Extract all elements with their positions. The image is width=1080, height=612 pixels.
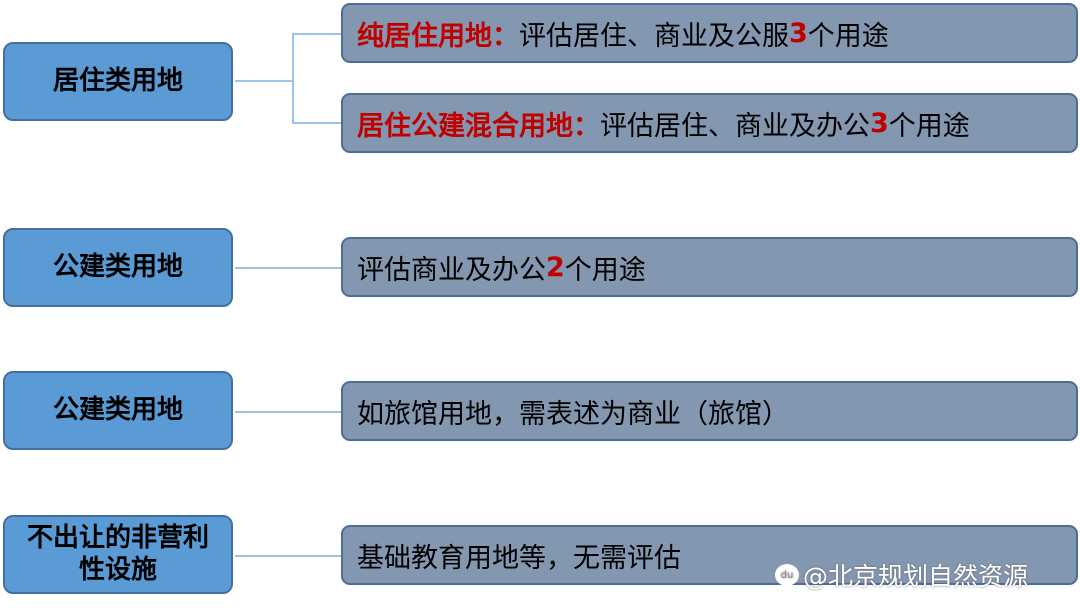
category-label: 居住类用地 [52, 65, 183, 96]
detail-text: 评估商业及办公 [357, 254, 546, 286]
connector [292, 122, 342, 124]
detail-suffix: 个用途 [564, 254, 646, 286]
category-public-2: 公建类用地 [3, 371, 233, 450]
category-public-1: 公建类用地 [3, 228, 233, 307]
detail-title: 纯居住用地： [357, 20, 519, 52]
category-label: 公建类用地 [52, 394, 183, 425]
baidu-paw-icon: du [775, 564, 799, 586]
category-nonprofit: 不出让的非营利性设施 [3, 515, 233, 594]
detail-text: 评估居住、商业及办公 [600, 110, 870, 142]
detail-title: 居住公建混合用地： [357, 110, 600, 142]
detail-hotel: 如旅馆用地，需表述为商业（旅馆） [341, 381, 1078, 441]
category-label: 公建类用地 [52, 251, 183, 282]
detail-text: 如旅馆用地，需表述为商业（旅馆） [357, 398, 789, 430]
detail-count: 3 [789, 17, 808, 49]
connector [235, 555, 342, 557]
connector [292, 33, 294, 124]
connector [235, 411, 342, 413]
detail-suffix: 个用途 [888, 110, 970, 142]
connector [235, 267, 342, 269]
detail-suffix: 个用途 [807, 20, 889, 52]
watermark: du @北京规划自然资源 [775, 557, 1028, 593]
connector [292, 33, 342, 35]
watermark-text: @北京规划自然资源 [803, 562, 1029, 591]
category-label: 不出让的非营利性设施 [26, 523, 209, 585]
detail-count: 3 [870, 107, 889, 139]
detail-text: 基础教育用地等，无需评估 [357, 542, 681, 574]
detail-text: 评估居住、商业及公服 [519, 20, 789, 52]
detail-education: 基础教育用地等，无需评估 [341, 525, 1078, 585]
detail-count: 2 [546, 251, 565, 283]
category-residential: 居住类用地 [3, 42, 233, 121]
connector [235, 80, 293, 82]
